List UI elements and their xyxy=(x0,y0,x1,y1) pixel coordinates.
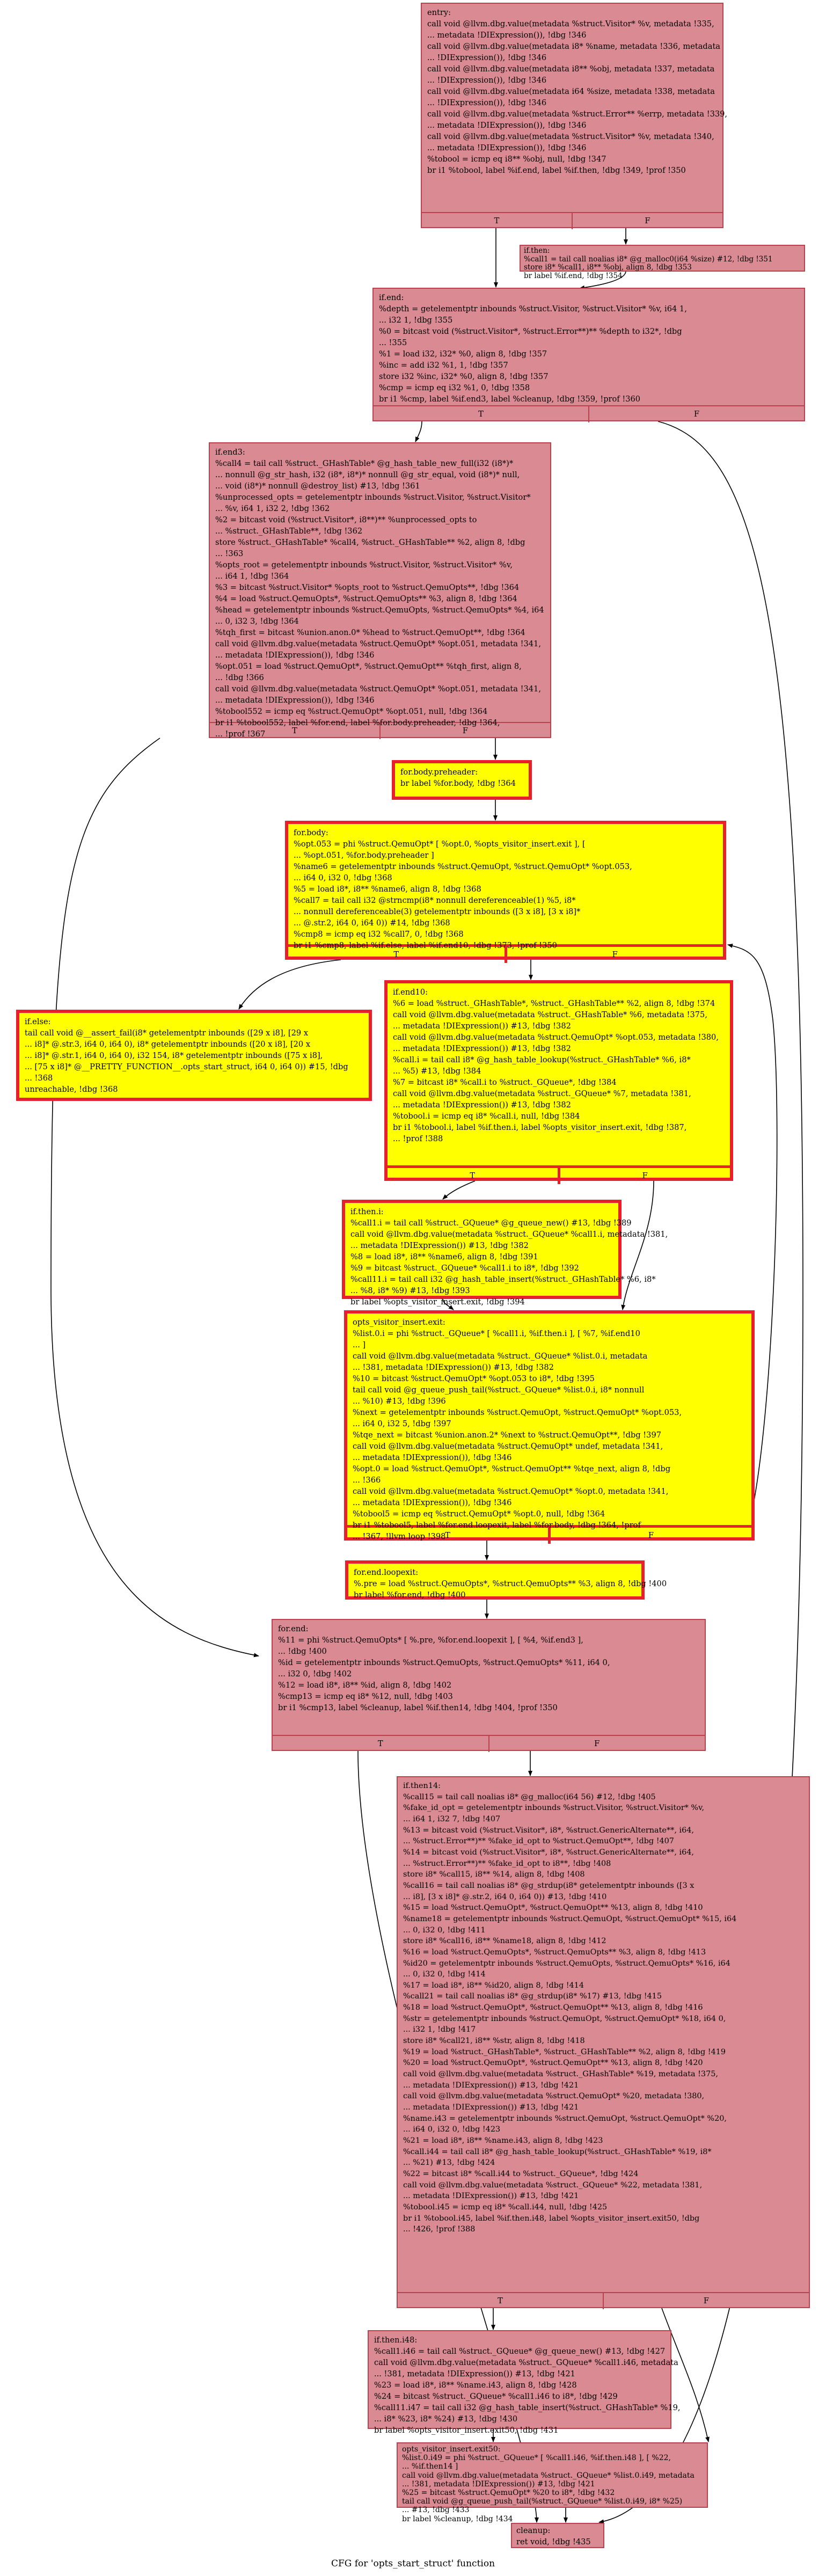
false-branch-label: F xyxy=(572,213,722,229)
node-for-body-preheader-text: for.body.preheader: br label %for.body, … xyxy=(400,768,516,788)
edge-if-end10-to-if-then-i xyxy=(442,1180,476,1200)
node-for-end-loopexit[interactable]: for.end.loopexit: %.pre = load %struct.Q… xyxy=(345,1560,667,1600)
node-for-body-text: for.body: %opt.053 = phi %struct.QemuOpt… xyxy=(294,828,632,950)
node-if-then-i48[interactable]: if.then.i48: %call1.i46 = tail call %str… xyxy=(368,2330,681,2435)
true-branch-label: T xyxy=(478,410,484,419)
edge-if-then14-to-opts-exit50 xyxy=(661,2308,710,2442)
node-if-then-i48-text: if.then.i48: %call1.i46 = tail call %str… xyxy=(374,2336,681,2435)
node-if-end10[interactable]: if.end10: %6 = load %struct._GHashTable*… xyxy=(384,980,733,1184)
false-branch-label: F xyxy=(488,1736,705,1752)
false-branch-label: F xyxy=(588,406,804,422)
node-if-then14-text: if.then14: %call15 = tail call noalias i… xyxy=(403,1782,737,2234)
node-opts-visitor-insert-exit[interactable]: opts_visitor_insert.exit: %list.0.i = ph… xyxy=(344,1310,755,1544)
true-branch-label: T xyxy=(445,1531,450,1540)
true-branch-label: T xyxy=(494,216,500,225)
node-if-then-i[interactable]: if.then.i: %call1.i = tail call %struct.… xyxy=(342,1200,668,1307)
node-cleanup-text: cleanup: ret void, !dbg !435 xyxy=(516,2526,591,2546)
edge-if-end-to-if-end3 xyxy=(415,421,422,442)
false-branch-label: F xyxy=(504,947,723,963)
node-cleanup[interactable]: cleanup: ret void, !dbg !435 xyxy=(511,2523,604,2548)
node-if-then14[interactable]: if.then14: %call15 = tail call noalias i… xyxy=(397,1776,810,2309)
false-branch-label: F xyxy=(557,1168,730,1184)
node-opts-visitor-insert-exit50[interactable]: opts_visitor_insert.exit50: %list.0.i49 … xyxy=(397,2442,708,2523)
edge-if-then-i-to-opts-exit xyxy=(442,1298,454,1310)
node-if-then[interactable]: if.then: %call1 = tail call noalias i8* … xyxy=(520,245,805,280)
node-for-body-preheader[interactable]: for.body.preheader: br label %for.body, … xyxy=(392,760,532,800)
node-for-end[interactable]: for.end: %11 = phi %struct.QemuOpts* [ %… xyxy=(272,1619,706,1752)
node-if-end3[interactable]: if.end3: %call4 = tail call %struct._GHa… xyxy=(209,442,551,739)
node-if-end[interactable]: if.end: %depth = getelementptr inbounds … xyxy=(372,288,805,422)
false-branch-label: F xyxy=(548,1528,751,1544)
false-branch-label: F xyxy=(603,2293,809,2309)
node-for-body[interactable]: for.body: %opt.053 = phi %struct.QemuOpt… xyxy=(285,821,726,963)
true-branch-label: T xyxy=(393,950,399,959)
edge-if-end-to-cleanup xyxy=(598,421,803,2524)
edge-opts-exit-backedge-for-body xyxy=(727,944,778,1533)
node-if-else[interactable]: if.else: tail call void @__assert_fail(i… xyxy=(16,1010,372,1101)
edge-if-end10-to-opts-exit xyxy=(621,1180,654,1310)
graph-title: CFG for 'opts_start_struct' function xyxy=(331,2558,495,2569)
node-opts-visitor-insert-exit50-text: opts_visitor_insert.exit50: %list.0.i49 … xyxy=(402,2445,695,2523)
node-if-end3-text: if.end3: %call4 = tail call %struct._GHa… xyxy=(215,448,544,739)
edge-for-body-to-if-else xyxy=(238,959,341,1010)
node-if-then-text: if.then: %call1 = tail call noalias i8* … xyxy=(524,246,773,280)
node-if-end-text: if.end: %depth = getelementptr inbounds … xyxy=(379,293,687,404)
true-branch-label: T xyxy=(292,726,297,735)
false-branch-label: F xyxy=(379,723,550,739)
node-for-end-loopexit-text: for.end.loopexit: %.pre = load %struct.Q… xyxy=(354,1568,667,1600)
true-branch-label: T xyxy=(377,1739,383,1748)
true-branch-label: T xyxy=(498,2296,503,2305)
edge-if-then-to-if-end xyxy=(579,271,626,290)
node-opts-visitor-insert-exit-text: opts_visitor_insert.exit: %list.0.i = ph… xyxy=(353,1318,682,1541)
node-if-else-text: if.else: tail call void @__assert_fail(i… xyxy=(25,1017,348,1094)
node-entry-text: entry: call void @llvm.dbg.value(metadat… xyxy=(427,8,728,175)
edge-if-end3-to-for-end xyxy=(50,738,259,1658)
node-if-then-i-text: if.then.i: %call1.i = tail call %struct.… xyxy=(350,1207,668,1307)
node-for-end-text: for.end: %11 = phi %struct.QemuOpts* [ %… xyxy=(278,1624,610,1712)
true-branch-label: T xyxy=(470,1171,476,1180)
node-entry[interactable]: entry: call void @llvm.dbg.value(metadat… xyxy=(421,3,728,229)
node-if-end10-text: if.end10: %6 = load %struct._GHashTable*… xyxy=(393,988,719,1143)
